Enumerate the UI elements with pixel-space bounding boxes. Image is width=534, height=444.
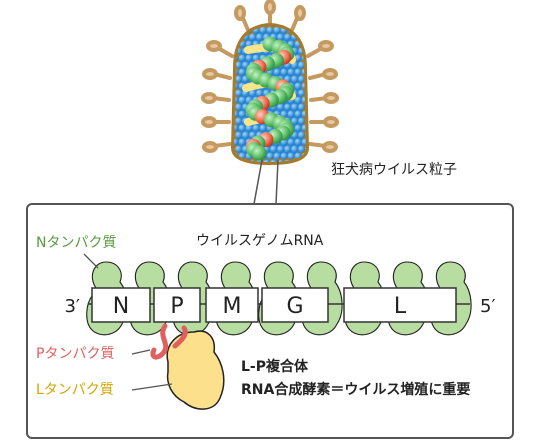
gene-box-l bbox=[343, 287, 457, 323]
zoom-line-right bbox=[275, 159, 279, 205]
virion-nucleocapsid bbox=[242, 36, 296, 161]
gene-label-m: M bbox=[223, 294, 242, 319]
complex-description: RNA合成酵素＝ウイルス増殖に重要 bbox=[241, 381, 470, 398]
gene-label-p: P bbox=[170, 294, 183, 319]
gene-box-m bbox=[205, 287, 259, 323]
gene-box-p bbox=[153, 287, 201, 323]
n-protein-label: Nタンパク質 bbox=[36, 235, 116, 251]
gene-label-l: L bbox=[394, 294, 407, 319]
l-protein-pointer bbox=[131, 383, 173, 391]
p-protein-pointer bbox=[131, 349, 151, 355]
n-protein-pointer bbox=[83, 253, 99, 269]
l-protein-label: Lタンパク質 bbox=[36, 382, 114, 398]
l-protein-blob-icon bbox=[166, 330, 225, 410]
end-5-label: 5′ bbox=[480, 296, 496, 317]
gene-box-n bbox=[91, 287, 151, 323]
rabies-virion-icon bbox=[201, 0, 339, 166]
virion-label: 狂犬病ウイルス粒子 bbox=[331, 162, 457, 178]
gene-box-g bbox=[261, 287, 329, 323]
zoom-line-left bbox=[253, 159, 263, 205]
complex-title: L-P複合体 bbox=[241, 358, 309, 375]
p-protein-label: Pタンパク質 bbox=[36, 346, 114, 362]
virion-spikes bbox=[201, 0, 339, 153]
end-3-label: 3′ bbox=[64, 296, 80, 317]
gene-label-g: G bbox=[286, 294, 303, 319]
p-protein-squiggle-icon bbox=[150, 323, 188, 360]
gene-label-n: N bbox=[113, 294, 129, 319]
genome-label: ウイルスゲノムRNA bbox=[196, 233, 324, 249]
